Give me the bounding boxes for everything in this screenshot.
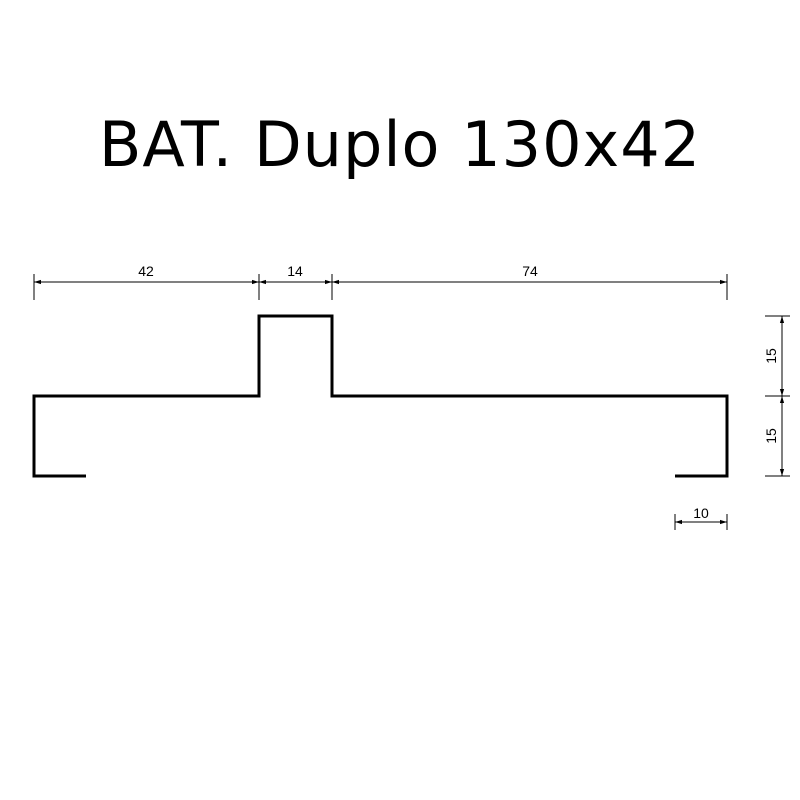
dim-rib-width-label: 14 (287, 263, 303, 279)
dim-return-width: 10 (674, 505, 728, 530)
dim-top-right-label: 74 (522, 263, 538, 279)
dim-lip-height: 15 (763, 396, 790, 477)
dim-top-left: 42 (33, 263, 260, 300)
dim-rib-width: 14 (259, 263, 333, 300)
drawing-title: BAT. Duplo 130x42 (98, 108, 702, 181)
dim-top-right: 74 (332, 263, 728, 300)
profile-outline (32, 314, 729, 478)
dim-rib-height: 15 (763, 315, 790, 397)
dim-return-width-label: 10 (693, 505, 709, 521)
dim-lip-height-label: 15 (763, 428, 779, 444)
dim-top-left-label: 42 (138, 263, 154, 279)
dim-rib-height-label: 15 (763, 348, 779, 364)
